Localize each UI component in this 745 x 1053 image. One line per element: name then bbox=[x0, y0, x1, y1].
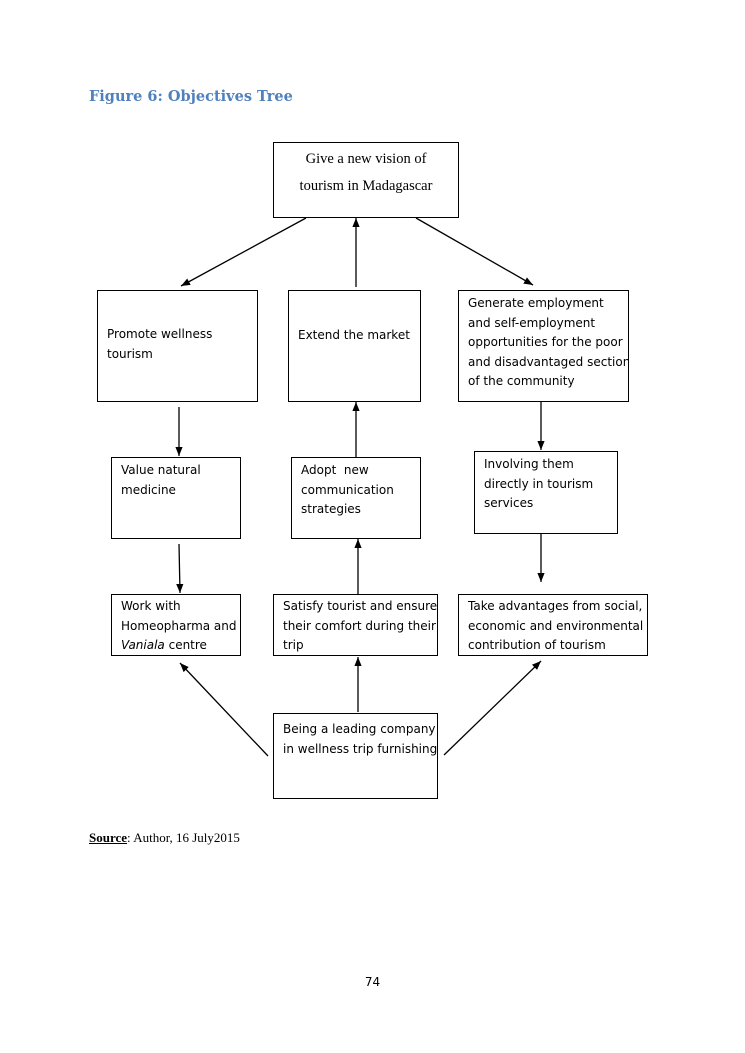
means-homeopharma-line-3: Vaniala centre bbox=[121, 636, 231, 655]
means-communication-line-2: communication bbox=[301, 482, 394, 497]
objective-wellness-box: Promote wellness tourism bbox=[97, 290, 258, 402]
page-number: 74 bbox=[364, 975, 381, 989]
means-communication-line-1: Adopt new bbox=[301, 463, 369, 477]
objective-market-box: Extend the market bbox=[288, 290, 421, 402]
top-goal-line-2: tourism in Madagascar bbox=[299, 178, 433, 194]
vaniala-italic: Vaniala bbox=[121, 638, 165, 652]
means-advantages-line-2: economic and environmental bbox=[468, 618, 644, 633]
arrow-goal-to-wellness bbox=[180, 217, 307, 287]
means-involve-line-1: Involving them bbox=[484, 457, 574, 471]
means-homeopharma-box: Work with Homeopharma and Vaniala centre bbox=[111, 594, 241, 656]
root-line-2: in wellness trip furnishing bbox=[283, 741, 438, 756]
root-line-1: Being a leading company bbox=[283, 722, 436, 736]
means-satisfy-line-3: trip bbox=[283, 638, 304, 652]
figure-caption: Figure 6: Objectives Tree bbox=[89, 88, 293, 105]
top-goal-box: Give a new vision of tourism in Madagasc… bbox=[273, 142, 459, 218]
means-medicine-box: Value natural medicine bbox=[111, 457, 241, 539]
arrow-root-to-homeopharma bbox=[179, 662, 269, 757]
means-involve-line-3: services bbox=[484, 496, 534, 510]
objective-employment-box: Generate employment and self-employment … bbox=[458, 290, 629, 402]
source-label: Source bbox=[89, 830, 128, 845]
means-satisfy-line-1: Satisfy tourist and ensure bbox=[283, 599, 438, 613]
means-satisfy-line-2: their comfort during their bbox=[283, 618, 436, 633]
means-involve-box: Involving them directly in tourism servi… bbox=[474, 451, 618, 534]
arrow-root-to-advantages bbox=[443, 660, 542, 756]
means-advantages-box: Take advantages from social, economic an… bbox=[458, 594, 648, 656]
means-involve-line-2: directly in tourism bbox=[484, 476, 594, 491]
centre-text: centre bbox=[164, 638, 207, 652]
objective-employment-line-2: and self-employment bbox=[468, 315, 596, 330]
arrow-medicine-to-homeopharma bbox=[176, 543, 184, 594]
means-satisfy-box: Satisfy tourist and ensure their comfort… bbox=[273, 594, 438, 656]
source-note: Source: Author, 16 July2015 bbox=[89, 830, 240, 846]
means-advantages-line-1: Take advantages from social, bbox=[468, 599, 643, 613]
means-homeopharma-line-1: Work with bbox=[121, 599, 181, 613]
objective-market-line-1: Extend the market bbox=[298, 328, 410, 342]
objective-employment-line-4: and disadvantaged section bbox=[468, 354, 629, 369]
source-text: : Author, 16 July2015 bbox=[127, 830, 240, 845]
objective-employment-line-1: Generate employment bbox=[468, 296, 604, 310]
means-medicine-line-2: medicine bbox=[121, 482, 176, 497]
arrow-goal-to-employment bbox=[415, 217, 534, 286]
objective-wellness-line-1: Promote wellness bbox=[107, 327, 213, 341]
means-communication-box: Adopt new communication strategies bbox=[291, 457, 421, 539]
objective-employment-line-5: of the community bbox=[468, 374, 575, 388]
top-goal-line-1: Give a new vision of bbox=[305, 151, 427, 167]
means-advantages-line-3: contribution of tourism bbox=[468, 638, 606, 652]
root-box: Being a leading company in wellness trip… bbox=[273, 713, 438, 799]
objective-wellness-line-2: tourism bbox=[107, 346, 153, 361]
means-communication-line-3: strategies bbox=[301, 502, 361, 516]
means-homeopharma-line-2: Homeopharma and bbox=[121, 618, 237, 633]
objective-employment-line-3: opportunities for the poor bbox=[468, 335, 623, 349]
means-medicine-line-1: Value natural bbox=[121, 463, 201, 477]
